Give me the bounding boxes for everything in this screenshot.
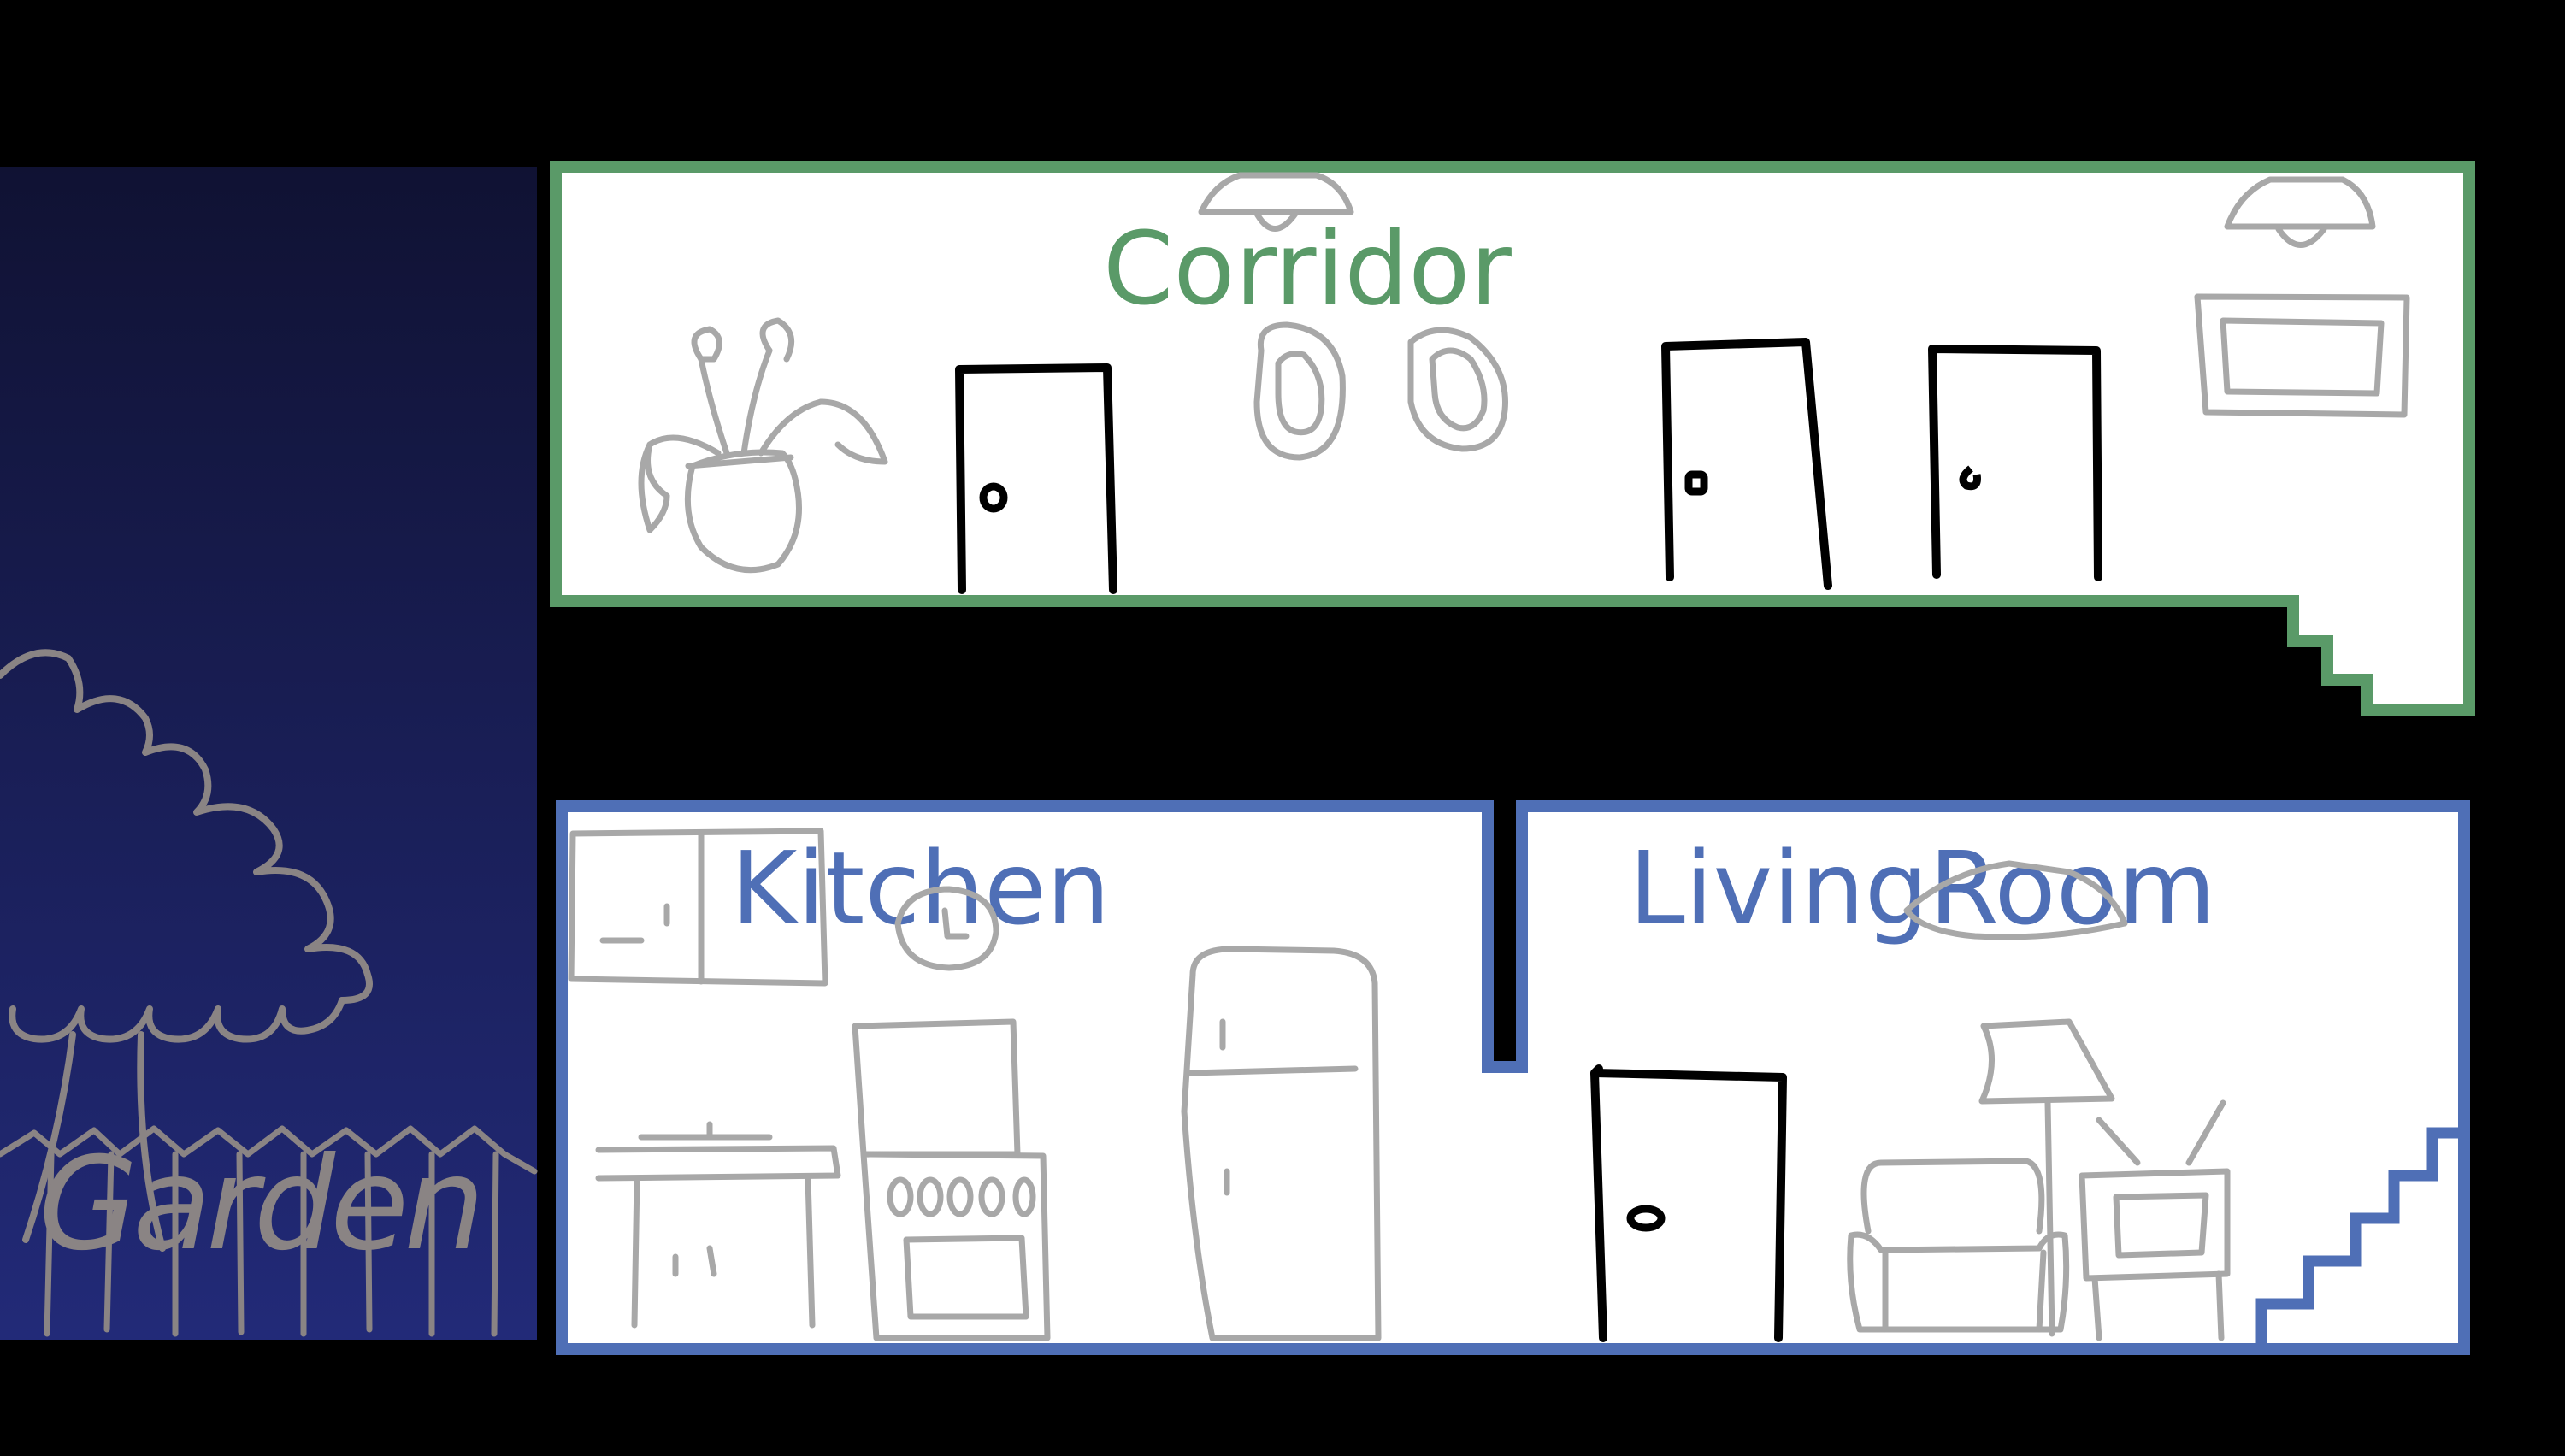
living-room-label: LivingRoom	[1629, 829, 2216, 947]
door-icon[interactable]	[1661, 338, 1832, 590]
door-icon[interactable]	[1590, 1064, 1787, 1342]
corridor-label: Corridor	[1103, 209, 1512, 327]
lamp-icon	[1198, 172, 1354, 232]
clock-icon	[894, 886, 999, 971]
picture-frame-icon	[2194, 293, 2410, 418]
counter-icon	[595, 1121, 841, 1329]
lamp-icon	[2224, 176, 2376, 248]
floor-lamp-icon	[1978, 1018, 2115, 1337]
sofa-icon	[1847, 1158, 2070, 1333]
ceiling-lamp-icon	[1903, 860, 2128, 940]
cabinet-icon	[568, 828, 828, 987]
tv-icon	[2079, 1099, 2231, 1341]
fence-icon	[0, 1125, 538, 1337]
garden-room[interactable]: Garden	[0, 167, 538, 1340]
corridor-room[interactable]: Corridor	[550, 161, 2475, 716]
garden-label: Garden	[38, 1130, 480, 1279]
door-icon[interactable]	[1928, 345, 2102, 581]
kitchen-label: Kitchen	[731, 829, 1110, 947]
tree-icon	[0, 649, 373, 1252]
mirror-icon	[1407, 327, 1508, 452]
mirror-icon	[1253, 321, 1346, 461]
door-icon[interactable]	[955, 363, 1117, 594]
stove-icon	[852, 1018, 1051, 1341]
fridge-icon	[1181, 946, 1382, 1341]
plant-icon	[638, 317, 888, 574]
stairs-icon[interactable]	[2255, 1127, 2464, 1344]
living-room[interactable]: LivingRoom	[1590, 829, 2464, 1344]
kitchen-room[interactable]: Kitchen	[556, 800, 2470, 1355]
